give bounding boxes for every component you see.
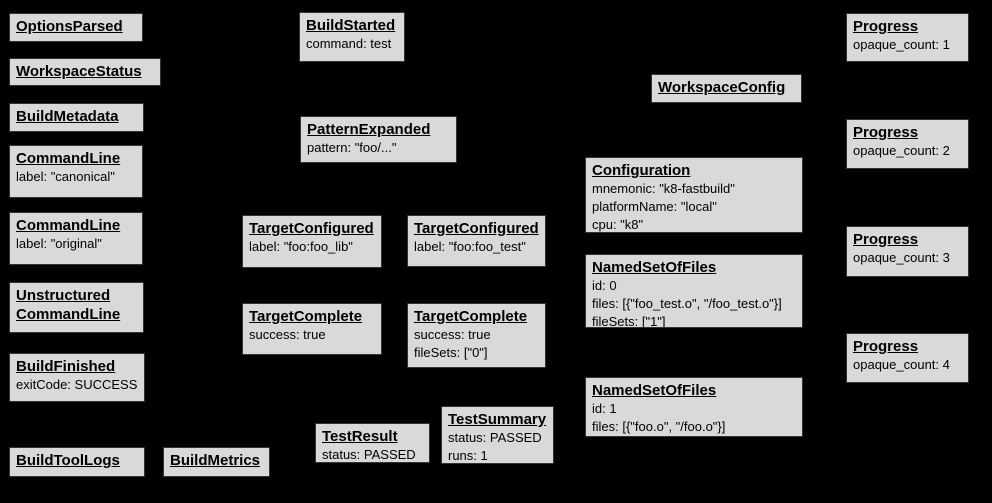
build-started-node: BuildStarted command: test (299, 12, 405, 62)
command-line-canonical-node: CommandLine label: "canonical" (9, 145, 143, 198)
target-complete-lib-node: TargetComplete success: true (242, 303, 382, 355)
test-result-node: TestResult status: PASSED (315, 423, 430, 463)
node-title: Progress (853, 338, 919, 355)
target-configured-foo-lib-node: TargetConfigured label: "foo:foo_lib" (242, 215, 382, 268)
node-title: Progress (853, 124, 919, 141)
test-summary-node: TestSummary status: PASSED runs: 1 (441, 406, 554, 464)
node-title: Progress (853, 231, 919, 248)
node-property: files: [{"foo.o", "/foo.o"}] (592, 419, 726, 434)
node-title: TestSummary (448, 411, 547, 428)
node-property: opaque_count: 1 (853, 37, 950, 52)
node-property: success: true (249, 327, 326, 342)
node-property: cpu: "k8" (592, 217, 644, 232)
build-metrics-node: BuildMetrics (163, 447, 270, 477)
node-property: platformName: "local" (592, 199, 717, 214)
progress-3-node: Progress opaque_count: 3 (846, 226, 969, 277)
build-tool-logs-node: BuildToolLogs (9, 447, 145, 477)
node-property: exitCode: SUCCESS (16, 377, 138, 392)
node-title: CommandLine (16, 306, 121, 323)
node-title: WorkspaceConfig (658, 79, 786, 96)
node-property: label: "canonical" (16, 169, 115, 184)
progress-2-node: Progress opaque_count: 2 (846, 119, 969, 169)
target-configured-foo-test-node: TargetConfigured label: "foo:foo_test" (407, 215, 546, 267)
node-property: fileSets: ["0"] (414, 345, 488, 360)
node-property: id: 0 (592, 278, 617, 293)
target-complete-test-node: TargetComplete success: true fileSets: ["0… (407, 303, 546, 368)
node-property: opaque_count: 3 (853, 250, 950, 265)
node-title: NamedSetOfFiles (592, 382, 717, 399)
progress-1-node: Progress opaque_count: 1 (846, 13, 969, 62)
node-title: PatternExpanded (307, 121, 431, 138)
node-title: OptionsParsed (16, 18, 123, 35)
node-property: label: "foo:foo_test" (414, 239, 526, 254)
node-title: BuildMetadata (16, 108, 119, 125)
node-title: Progress (853, 18, 919, 35)
node-property: status: PASSED (322, 447, 416, 462)
node-property: label: "original" (16, 236, 102, 251)
node-title: BuildToolLogs (16, 452, 120, 469)
named-set-of-files-0-node: NamedSetOfFiles id: 0 files: [{"foo_test.o… (585, 254, 803, 328)
node-property: pattern: "foo/..." (307, 140, 397, 155)
node-property: success: true (414, 327, 491, 342)
node-title: CommandLine (16, 150, 121, 167)
node-property: runs: 1 (448, 448, 488, 463)
node-title: BuildStarted (306, 17, 396, 34)
node-title: Configuration (592, 162, 691, 179)
configuration-node: Configuration mnemonic: "k8-fastbuild" pla… (585, 157, 803, 233)
workspace-status-node: WorkspaceStatus (9, 58, 161, 86)
node-title: Unstructured (16, 287, 111, 304)
options-parsed-node: OptionsParsed (9, 13, 143, 42)
node-title: BuildMetrics (170, 452, 261, 469)
command-line-original-node: CommandLine label: "original" (9, 212, 143, 265)
node-property: fileSets: ["1"] (592, 314, 666, 328)
build-finished-node: BuildFinished exitCode: SUCCESS (9, 353, 145, 402)
pattern-expanded-node: PatternExpanded pattern: "foo/..." (300, 116, 457, 163)
node-property: label: "foo:foo_lib" (249, 239, 353, 254)
node-property: command: test (306, 36, 392, 51)
node-title: WorkspaceStatus (16, 63, 142, 80)
build-metadata-node: BuildMetadata (9, 103, 144, 132)
node-title: TargetConfigured (414, 220, 539, 237)
node-property: files: [{"foo_test.o", "/foo_test.o"}] (592, 296, 782, 311)
node-title: TargetConfigured (249, 220, 374, 237)
node-title: NamedSetOfFiles (592, 259, 717, 276)
node-property: id: 1 (592, 401, 617, 416)
node-title: TargetComplete (414, 308, 528, 325)
node-title: TargetComplete (249, 308, 363, 325)
node-title: BuildFinished (16, 358, 116, 375)
node-title: TestResult (322, 428, 398, 445)
named-set-of-files-1-node: NamedSetOfFiles id: 1 files: [{"foo.o", "/… (585, 377, 803, 437)
node-title: CommandLine (16, 217, 121, 234)
node-property: opaque_count: 4 (853, 357, 950, 372)
node-property: mnemonic: "k8-fastbuild" (592, 181, 735, 196)
progress-4-node: Progress opaque_count: 4 (846, 333, 969, 383)
node-property: opaque_count: 2 (853, 143, 950, 158)
node-property: status: PASSED (448, 430, 542, 445)
workspace-config-node: WorkspaceConfig (651, 74, 802, 103)
